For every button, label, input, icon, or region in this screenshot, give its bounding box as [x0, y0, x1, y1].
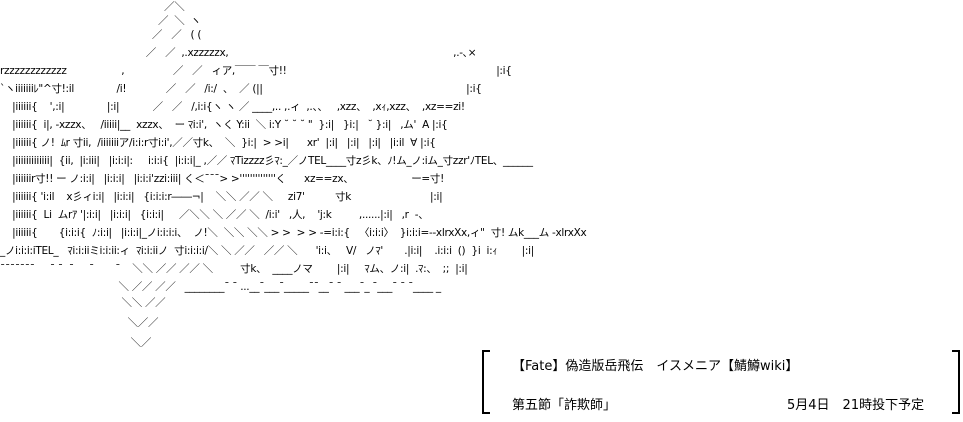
- art-line: rzzzzzzzzzzzz , ／ ／ ィア,￣￣ ￣寸!! |:i{: [0, 65, 512, 77]
- art-line: |iiiiii{ {i:i:i{ ﾉ:i:i| |i:i:i|_ノi:i:i:i…: [0, 227, 587, 239]
- art-line: |iiiiii{ i|, ‐xzzx、 /iiiii|__ xzzx、 ー ﾏi…: [0, 119, 448, 131]
- art-line: ¯¯¯¯¯¯¯ ¯ ¯ ¯ ¯ ¯ ＼＼ ／／ ／／ ＼ 寸k、 ____ノマ …: [0, 263, 468, 275]
- caption-title: 【Fate】偽造版岳飛伝 イスメニア【鯖鱒wiki】: [512, 359, 799, 374]
- art-line: |iiiiiiiiiiiii| {ii, |i:iii| |i:i:i|: i:…: [0, 155, 533, 167]
- ascii-art-illustration: ／＼ ／ ＼ ヽ ／ ／ ( ( ／ ／ ,.xzzzzz: [0, 1, 587, 293]
- art-line: _ノi:i:i:iTEL_ ﾏi:i:iiミi:i:ii:ィ ﾏi:i:iiノ …: [0, 245, 534, 257]
- art-line: ＼＼ ／／: [0, 297, 166, 309]
- art-line: ＼／／: [0, 317, 159, 329]
- art-line: |iiiiii{ ノ! ﾑr 寸ii, /iiiiiiiア/i:i:r寸i:i'…: [0, 137, 436, 149]
- art-line: ／ ／ ( (: [0, 29, 202, 41]
- art-line: |iiiiii{ ',:i| |:i| ／ ／ /,i:i{ヽ ヽ ／ ____…: [0, 101, 465, 113]
- art-line: ／ ＼ ヽ: [0, 15, 201, 27]
- ascii-art-diamond-tail: ＼＼ ／／ ＼／／ ＼／: [0, 296, 480, 396]
- art-line: |iiiiiir寸!! ー ノ:i:i| |i:i:i| |i:i:i'zzi:…: [0, 173, 445, 185]
- art-line: `ヽiiiiiiiﾚ"^寸!:il /i! ／ ／ /i:/ 、 ／ (|| |…: [0, 83, 482, 95]
- art-line: ／ ／ ,.xzzzzzx, ,.-､×: [0, 47, 477, 59]
- caption-chapter: 第五節「詐欺師」: [512, 398, 617, 413]
- caption-schedule: 5月4日 21時投下予定: [787, 398, 925, 413]
- caption-bracket-right: [952, 350, 960, 414]
- art-line: |iiiiii{ Li ムrｱ '|:i:i| |i:i:i| {i:i:i| …: [0, 209, 429, 221]
- art-line: ＼ ／／ ／／ ________¯ ¯ ...__¯___¯_____¯¯__¯…: [0, 281, 441, 293]
- caption-bracket-left: [482, 350, 490, 414]
- art-line: ／＼: [0, 1, 185, 13]
- art-line: |iiiiii{ 'i:il x彡ィi:i| |i:i:i| {i:i:i:r―…: [0, 191, 443, 203]
- art-line: ＼／: [0, 337, 152, 349]
